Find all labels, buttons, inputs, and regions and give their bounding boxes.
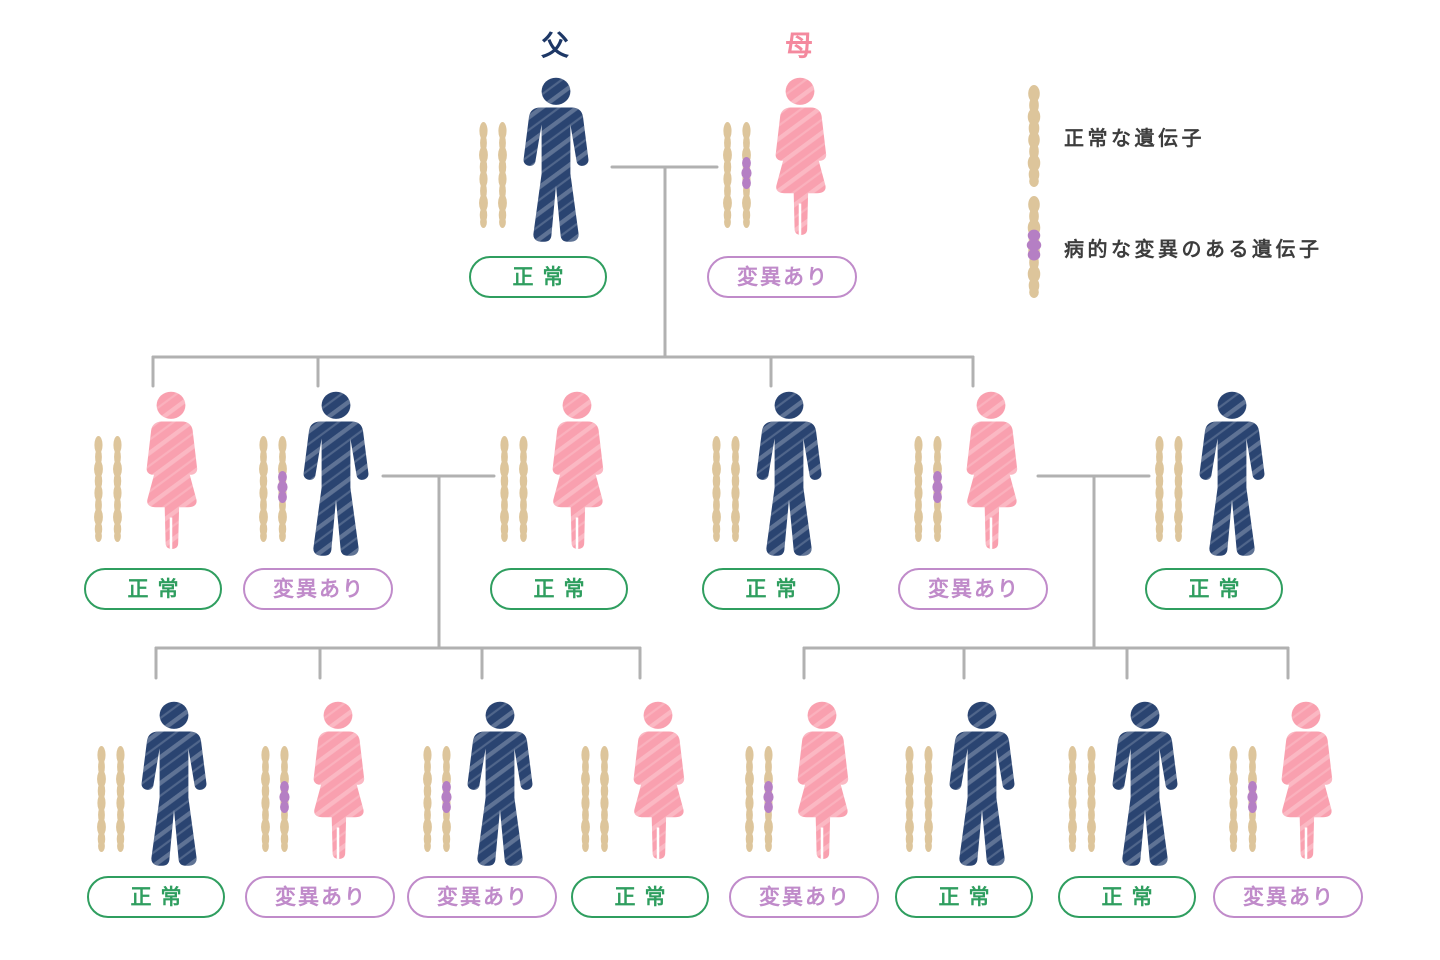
connector-lines (151, 165, 1290, 680)
pedigree-diagram: 正常変異あり正常変異あり正常正常変異あり正常正常変異あり変異あり正常変異あり正常… (84, 29, 1363, 918)
